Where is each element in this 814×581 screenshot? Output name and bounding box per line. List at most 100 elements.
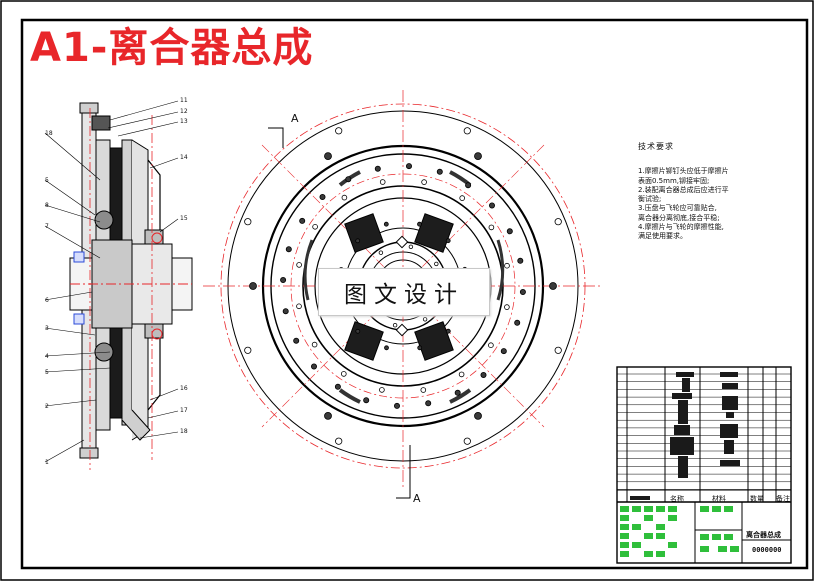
signature-cell [656,524,665,530]
bolt-hole [299,217,306,224]
bolt-hole [417,221,422,227]
bolt-holes [244,127,562,445]
section-label-top: A [291,112,299,125]
bolt-hole [379,387,385,393]
signature-cell [668,542,677,548]
callout-leaders-right [107,100,179,439]
bolt-hole [293,337,300,344]
col-count: 数量 [750,495,764,503]
callout-number: 6 [45,297,49,304]
bolt-hole [458,371,465,378]
callout-number: 15 [180,215,188,222]
drawing-title: A1-离合器总成 [30,25,314,71]
callout-number: 11 [180,97,188,104]
bolt-hole [459,195,466,201]
bolt-hole [434,261,439,267]
bolt-hole [244,218,252,226]
bolt-hole [379,179,386,185]
col-notes: 备注 [776,495,790,503]
signature-cell [620,524,629,530]
bolt-hole [474,411,482,420]
bolt-hole [311,341,318,348]
bolt-hole [393,402,400,409]
bolt-hole [296,303,302,310]
signature-cell [700,534,709,540]
tech-line: 离合器分离彻底,接合平稳; [638,213,720,222]
watermark: 图文设计 [318,268,490,316]
signature-cell [712,534,721,540]
col-material: 材料 [712,495,726,503]
section-view [69,102,193,470]
bolt-hole [335,127,343,135]
signature-cell [620,506,629,512]
bolt-hole [514,319,521,326]
bolt-hole [445,238,451,244]
bolt-hole [488,202,495,209]
bolt-hole [465,182,472,189]
bolt-hole [488,342,494,349]
bolt-hole [554,346,562,354]
bolt-hole [454,389,461,396]
bolt-hole [519,288,526,295]
callout-number: 16 [180,385,188,392]
tech-line: 满足使用要求。 [638,232,687,241]
bolt-hole [249,282,257,290]
tech-line: 3.压盘与飞轮应可靠贴合, [638,204,717,213]
bolt-hole [408,244,414,249]
bolt-hole [282,308,289,315]
bolt-hole [488,224,495,231]
bolt-hole [319,193,326,200]
callout-number: 8 [45,202,49,209]
bolt-hole [384,345,389,351]
bolt-hole [422,317,428,322]
bolt-hole [340,371,347,377]
tech-line: 1.摩擦片铆钉头应低于摩擦片 [638,167,729,176]
callout-leaders-left [44,132,111,463]
drawing-number: 0000000 [752,546,782,554]
callout-number: 7 [45,223,49,230]
bolt-hole [341,194,348,201]
tech-line: 2.装配离合器总成后应进行平 [638,185,729,194]
signature-cell [724,506,733,512]
bolt-hole [445,328,451,334]
bolt-hole [363,397,370,404]
signature-cell [632,524,641,530]
bolt-hole [285,246,292,253]
technical-requirements-heading: 技术要求 [638,142,674,151]
signature-cell [656,533,665,539]
tech-line: 衡试验; [638,195,662,204]
bolt-hole [405,163,412,170]
bolt-hole [324,411,332,420]
signature-cell [644,506,653,512]
bolt-hole [463,127,471,135]
bolt-hole [504,262,510,269]
signature-cell [718,546,727,552]
callout-number: 18 [180,428,188,435]
signature-cell [668,506,677,512]
signature-cell [632,506,641,512]
signature-cell [644,551,653,557]
bolt-hole [421,179,427,185]
callout-number: 5 [45,177,49,184]
signature-cell [700,546,709,552]
callout-number: 13 [180,118,188,125]
bolt-hole [463,437,471,445]
bolt-hole [549,282,557,290]
bolt-hole [280,276,287,283]
signature-cell [712,506,721,512]
signature-cell [656,551,665,557]
bolt-hole [480,371,487,378]
bolt-hole [392,323,398,328]
technical-requirements: 技术要求 1.摩擦片铆钉头应低于摩擦片 表面0.5mm,铆接牢固; 2.装配离合… [638,142,778,242]
signature-cell [724,534,733,540]
title-block-signatures [620,506,739,557]
section-label-bottom: A [413,492,421,505]
bolt-hole [506,228,513,235]
bolt-hole [436,168,443,175]
bolt-hole [504,304,510,310]
bolt-hole [425,400,432,407]
bolt-hole [420,387,427,393]
callout-number: 1 [45,459,49,466]
bolt-hole [312,224,318,230]
